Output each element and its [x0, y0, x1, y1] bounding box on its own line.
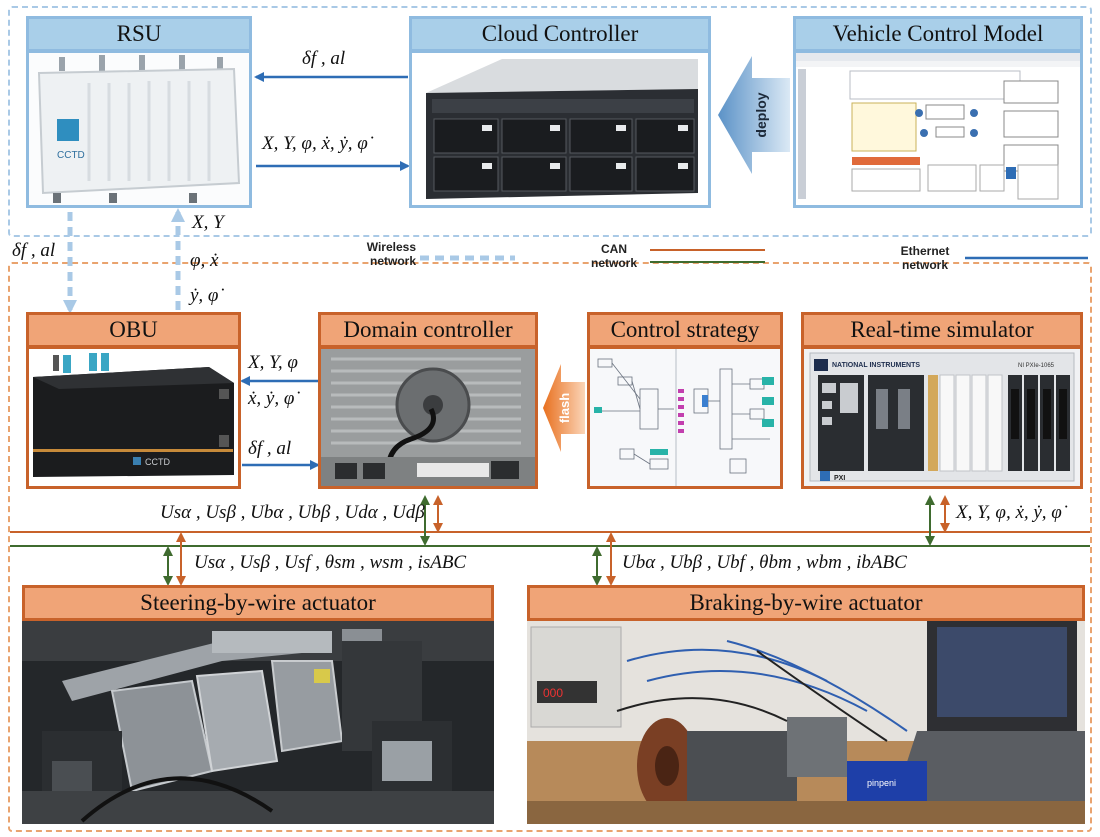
domain-controller-image	[318, 346, 538, 489]
rsu-image: CCTD	[26, 50, 252, 208]
rsu-header: RSU	[26, 16, 252, 52]
legend-wireless: Wireless network	[366, 240, 416, 268]
control-strategy-header: Control strategy	[587, 312, 783, 348]
ni-model: NI PXIe-1065	[1018, 363, 1055, 369]
braking-actuator-photo: 000 pinpeni	[527, 621, 1085, 824]
deploy-label: deploy	[753, 92, 769, 137]
steering-actuator-header: Steering-by-wire actuator	[22, 585, 494, 621]
simulator-header: Real-time simulator	[801, 312, 1083, 348]
simulator-image: NATIONAL INSTRUMENTS NI PXIe-1065 PXI	[801, 346, 1083, 489]
signal-domain-to-obu-2: ẋ, ẏ, φ̇	[248, 388, 295, 409]
vehicle-model-header: Vehicle Control Model	[793, 16, 1083, 52]
cloud-server-image	[409, 50, 711, 208]
obu-header: OBU	[26, 312, 241, 348]
signal-wireless-up-1: X, Y	[192, 212, 224, 233]
signal-simulator-bus: X, Y, φ, ẋ, ẏ, φ̇	[956, 502, 1062, 523]
steering-actuator-photo	[22, 621, 494, 824]
deploy-arrow: deploy	[718, 56, 790, 174]
legend-can: CAN network	[590, 242, 637, 270]
signal-domain-to-obu-1: X, Y, φ	[248, 352, 298, 373]
rsu-brand: CCTD	[57, 150, 85, 161]
signal-domain-bus: Usα , Usβ , Ubα , Ubβ , Udα , Udβ	[160, 502, 425, 523]
signal-steering-bus: Usα , Usβ , Usf , θsm , wsm , isABC	[194, 552, 467, 573]
vehicle-layer-region	[8, 262, 1092, 832]
signal-wireless-down: δf , al	[12, 240, 56, 261]
signal-rsu-to-cloud: X, Y, φ, ẋ, ẏ, φ̇	[262, 133, 368, 154]
flash-label: flash	[557, 393, 572, 423]
obu-brand: CCTD	[145, 457, 170, 467]
flash-arrow: flash	[543, 364, 585, 452]
svg-text:000: 000	[543, 686, 563, 700]
legend-ethernet: Ethernet network	[900, 244, 950, 272]
cloud-layer-region	[8, 6, 1092, 237]
obu-image: CCTD	[26, 346, 241, 489]
signal-obu-to-domain: δf , al	[248, 438, 292, 459]
braking-actuator-header: Braking-by-wire actuator	[527, 585, 1085, 621]
cloud-controller-header: Cloud Controller	[409, 16, 711, 52]
signal-cloud-to-rsu: δf , al	[302, 48, 346, 69]
vehicle-model-image	[793, 50, 1083, 208]
pxi-label: PXI	[834, 475, 845, 482]
signal-braking-bus: Ubα , Ubβ , Ubf , θbm , wbm , ibABC	[622, 552, 907, 573]
control-strategy-image	[587, 346, 783, 489]
domain-controller-header: Domain controller	[318, 312, 538, 348]
brake-box-label: pinpeni	[867, 778, 896, 788]
ni-brand: NATIONAL INSTRUMENTS	[832, 362, 920, 369]
signal-wireless-up-3: ẏ, φ̇	[190, 285, 219, 306]
signal-wireless-up-2: φ, ẋ	[190, 250, 219, 271]
